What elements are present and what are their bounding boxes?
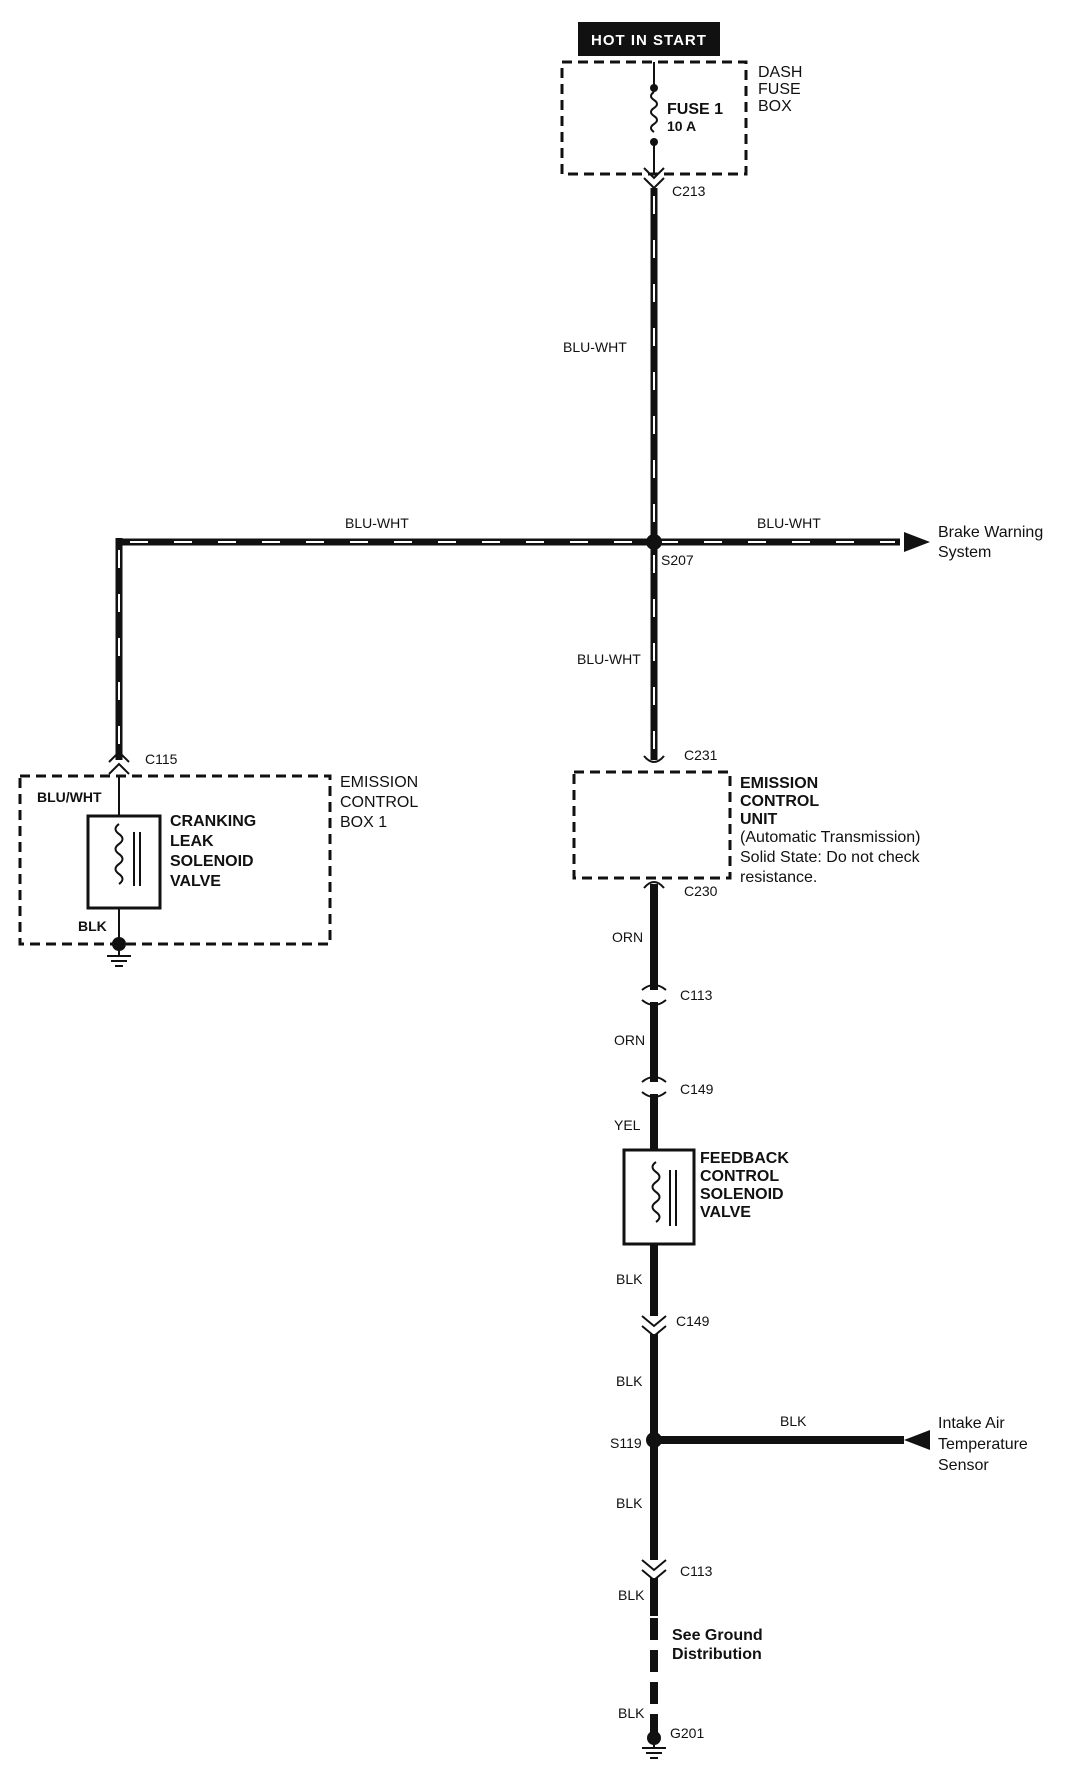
ecu-line-3: UNIT [740, 811, 778, 828]
cranking-valve-line-3: SOLENOID [170, 853, 254, 870]
wire-blu-wht-main: BLU-WHT [563, 339, 627, 355]
ecu-note-3: resistance. [740, 869, 817, 886]
cranking-valve-line-4: VALVE [170, 873, 221, 890]
ecu-line-2: CONTROL [740, 793, 819, 810]
wire-blk-3: BLK [616, 1495, 643, 1511]
emission-box-line-1: EMISSION [340, 774, 418, 791]
emission-control-unit: EMISSION CONTROL UNIT (Automatic Transmi… [572, 770, 921, 886]
connector-c149-bottom-icon [641, 1315, 667, 1328]
wire-blu-wht-left: BLU-WHT [345, 515, 409, 531]
ground-left-icon [107, 955, 131, 967]
ecu-note-2: Solid State: Do not check [740, 849, 921, 866]
connector-c231-icon [643, 755, 665, 763]
wire-orn-2: ORN [614, 1032, 645, 1048]
brake-warning-line-1: Brake Warning [938, 524, 1043, 541]
fuse-name: FUSE 1 [667, 101, 723, 118]
dash-fuse-box-label-2: FUSE [758, 81, 801, 98]
connector-g201: G201 [670, 1725, 704, 1741]
emission-control-box-1: BLU/WHT BLK CRANKING LEAK SOLENOID VALVE… [18, 774, 418, 946]
dash-fuse-box-label-3: BOX [758, 98, 792, 115]
connector-c149-top: C149 [680, 1081, 714, 1097]
fuse-icon [650, 91, 658, 133]
wire-blk-1: BLK [616, 1271, 643, 1287]
ground-distribution-line-2: Distribution [672, 1646, 762, 1663]
wire-blk-2: BLK [616, 1373, 643, 1389]
wire-blk-4: BLK [618, 1587, 645, 1603]
connector-c149-top-icon [641, 1076, 667, 1083]
wire-yel: YEL [614, 1117, 641, 1133]
intake-sensor-arrow-icon [904, 1430, 930, 1450]
connector-s207: S207 [661, 552, 694, 568]
connector-c113-top: C113 [680, 987, 713, 1003]
wire-blk-sensor: BLK [780, 1413, 807, 1429]
ecu-line-1: EMISSION [740, 775, 818, 792]
connector-c230: C230 [684, 883, 718, 899]
feedback-valve-coil-icon [651, 1161, 661, 1223]
ground-distribution-line-1: See Ground [672, 1627, 763, 1644]
header-title: HOT IN START [591, 32, 707, 49]
connector-c213: C213 [672, 183, 706, 199]
wire-blu-wht-valve: BLU/WHT [37, 789, 102, 805]
connector-c115: C115 [145, 751, 178, 767]
connector-c213-icon [643, 167, 665, 180]
wire-orn-1: ORN [612, 929, 643, 945]
connector-c149-bottom: C149 [676, 1313, 710, 1329]
emission-box-line-2: CONTROL [340, 794, 418, 811]
connector-c115-icon [108, 750, 130, 763]
dash-fuse-box: FUSE 1 10 A DASH FUSE BOX [560, 60, 802, 176]
cranking-valve-coil-icon [114, 823, 124, 885]
connector-c230-icon [643, 881, 665, 889]
intake-air-line-1: Intake Air [938, 1415, 1005, 1432]
brake-warning-arrow-icon [904, 532, 930, 552]
ecu-note-1: (Automatic Transmission) [740, 829, 921, 846]
connector-s119: S119 [610, 1435, 642, 1451]
splice-s119 [646, 1432, 662, 1448]
intake-air-line-3: Sensor [938, 1457, 989, 1474]
ground-g201-icon [642, 1738, 666, 1759]
feedback-valve-line-3: SOLENOID [700, 1186, 784, 1203]
hot-in-start-header: HOT IN START [578, 22, 720, 56]
dash-fuse-box-label-1: DASH [758, 64, 802, 81]
wire-blu-wht-right: BLU-WHT [757, 515, 821, 531]
intake-air-line-2: Temperature [938, 1436, 1028, 1453]
feedback-valve-line-4: VALVE [700, 1204, 751, 1221]
feedback-control-solenoid-valve: FEEDBACK CONTROL SOLENOID VALVE [622, 1148, 789, 1246]
wire-blu-wht-lower: BLU-WHT [577, 651, 641, 667]
connector-c113-top-icon [641, 984, 667, 991]
emission-box-line-3: BOX 1 [340, 814, 387, 831]
cranking-valve-line-2: LEAK [170, 833, 214, 850]
connector-c113-bottom-icon [641, 1559, 667, 1572]
feedback-valve-line-1: FEEDBACK [700, 1150, 789, 1167]
connector-c113-bottom: C113 [680, 1563, 713, 1579]
brake-warning-line-2: System [938, 544, 991, 561]
wire-blk-5: BLK [618, 1705, 645, 1721]
fuse-rating: 10 A [667, 118, 696, 134]
connector-c231: C231 [684, 747, 718, 763]
wire-blk-valve: BLK [78, 918, 107, 934]
cranking-valve-line-1: CRANKING [170, 813, 256, 830]
feedback-valve-line-2: CONTROL [700, 1168, 779, 1185]
